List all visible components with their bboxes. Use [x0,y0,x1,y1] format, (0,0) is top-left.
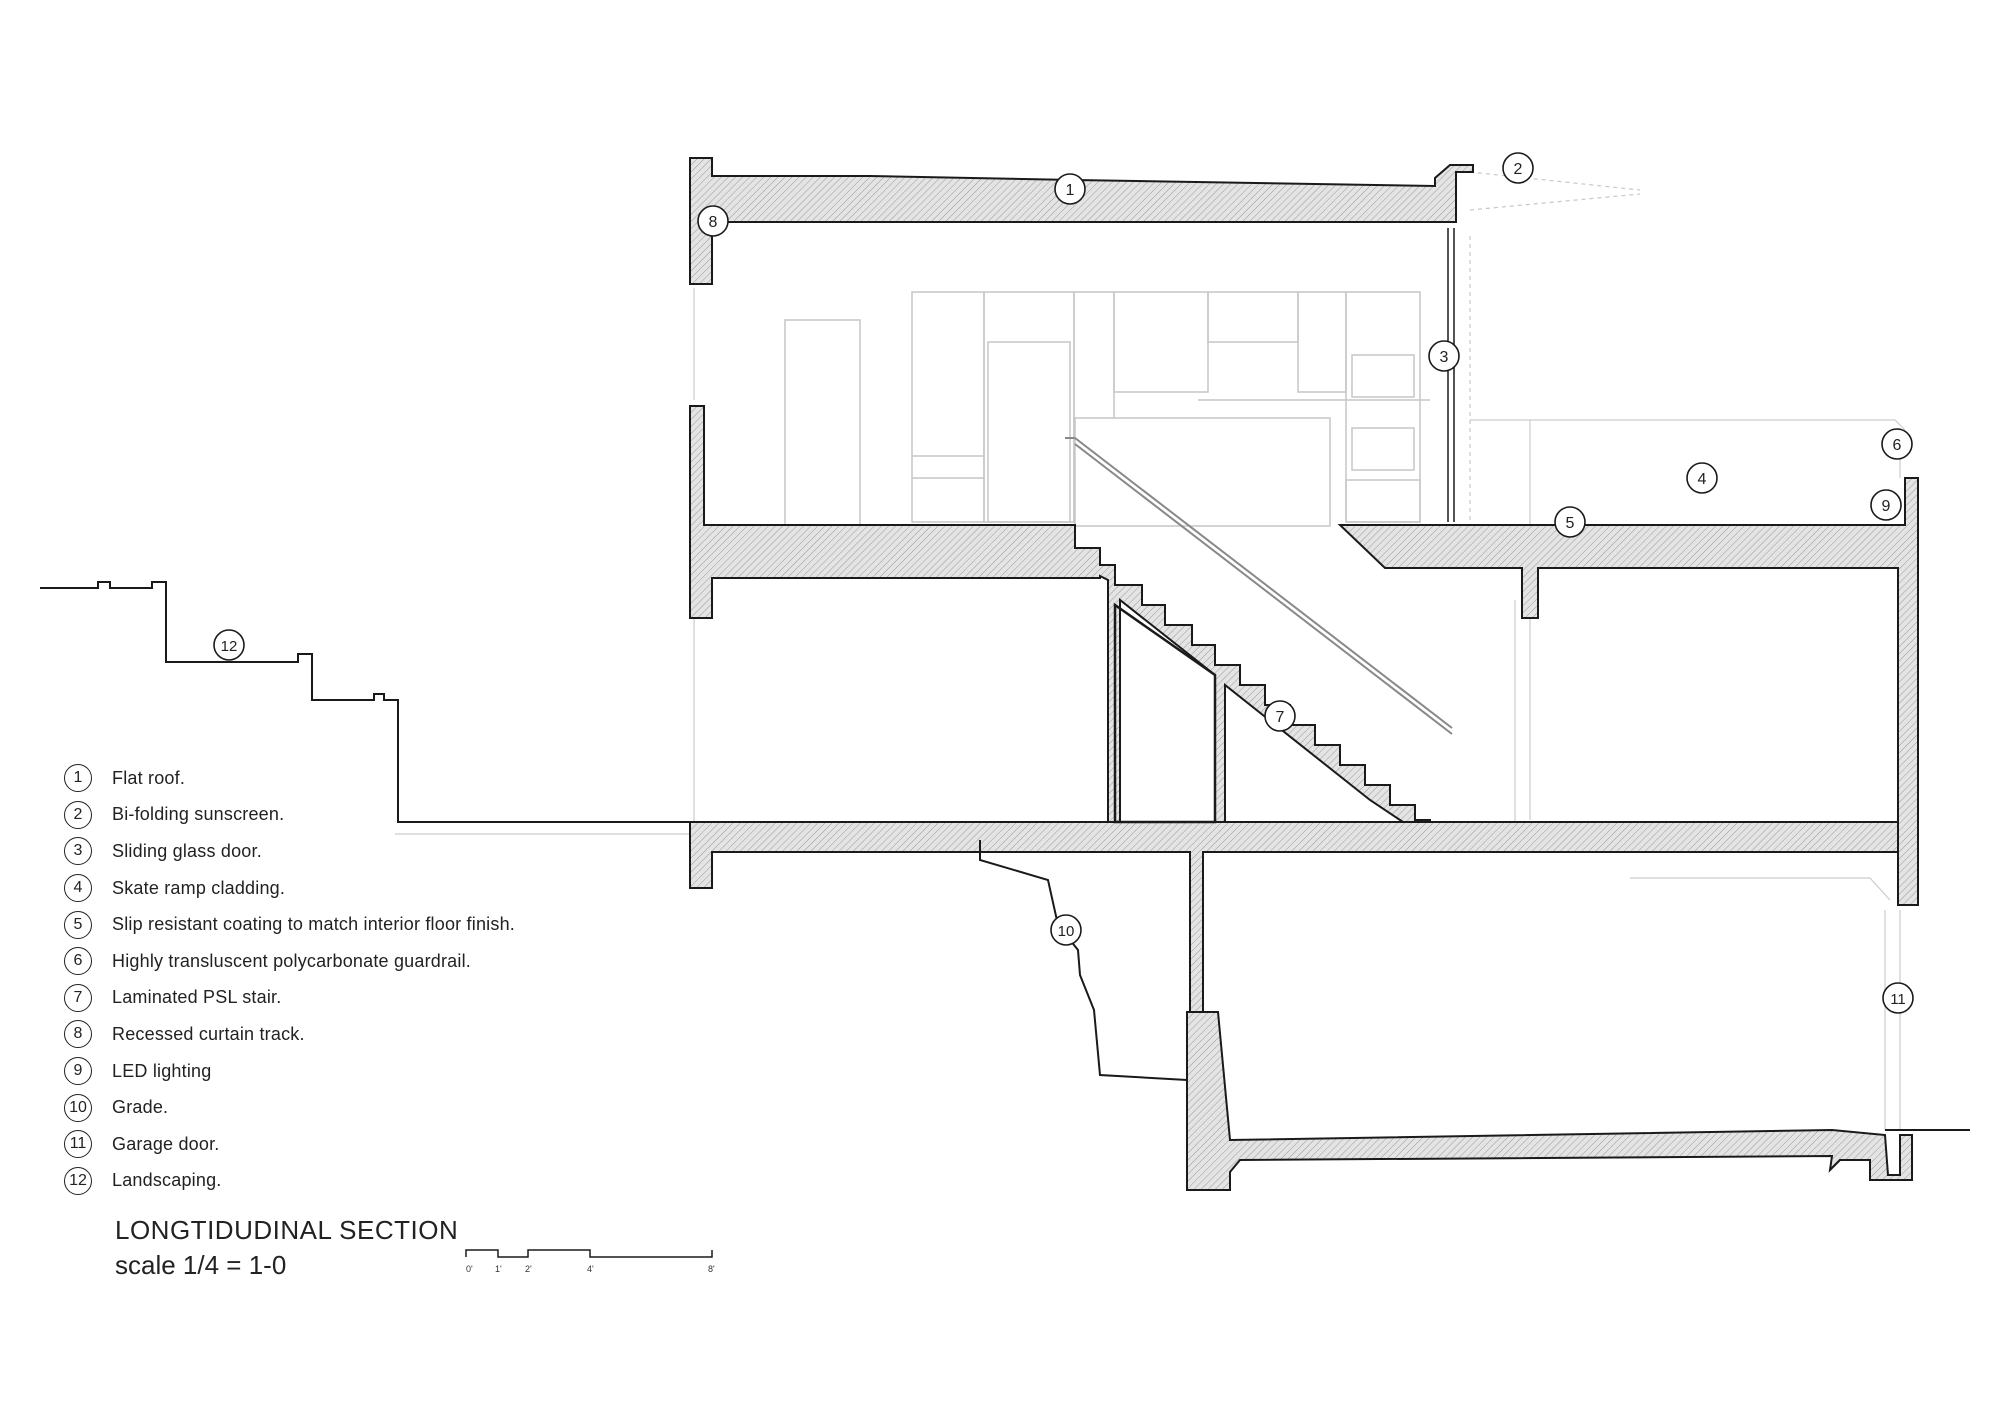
legend-number: 12 [64,1166,92,1195]
callout-tags: 1 2 3 4 5 6 7 8 9 10 11 12 [213,152,1914,1014]
legend-item: 5 Slip resistant coating to match interio… [64,906,624,943]
svg-text:8: 8 [709,214,718,231]
tag-12: 12 [213,629,245,661]
legend-number: 5 [64,910,92,939]
svg-text:10: 10 [1058,923,1075,940]
tag-4: 4 [1686,462,1718,494]
legend-label: Highly transluscent polycarbonate guardr… [112,950,471,971]
faint-lines [395,288,1906,1130]
svg-text:7: 7 [1276,709,1285,726]
legend-label: LED lighting [112,1060,212,1081]
legend-item: 6 Highly transluscent polycarbonate guard… [64,943,624,980]
legend-item: 2 Bi-folding sunscreen. [64,797,624,834]
scale-label-8: 8' [708,1264,715,1274]
legend-item: 8 Recessed curtain track. [64,1016,624,1053]
stair-handrail [1065,437,1453,735]
legend-number: 7 [64,983,92,1012]
legend-label: Landscaping. [112,1170,222,1191]
legend-number: 4 [64,874,92,903]
tag-6: 6 [1881,428,1913,460]
svg-text:1: 1 [1066,182,1075,199]
grade-profile [979,840,1188,1081]
legend-label: Garage door. [112,1133,220,1154]
sunscreen-lines [1469,171,1641,520]
legend-label: Bi-folding sunscreen. [112,804,285,825]
svg-text:2: 2 [1514,161,1523,178]
legend-number: 8 [64,1020,92,1049]
scale-bar: 0' 1' 2' 4' 8' [465,1249,715,1274]
svg-text:4: 4 [1698,471,1707,488]
legend-label: Flat roof. [112,767,186,788]
legend-number: 9 [64,1057,92,1086]
scale-label-1: 1' [495,1264,502,1274]
tag-8: 8 [697,205,729,237]
legend-item: 1 Flat roof. [64,760,624,797]
legend-number: 2 [64,800,92,829]
legend-label: Laminated PSL stair. [112,987,282,1008]
tag-9: 9 [1870,489,1902,521]
legend-item: 4 Skate ramp cladding. [64,870,624,907]
legend-number: 3 [64,837,92,866]
scale-label-2: 2' [525,1264,532,1274]
tag-10: 10 [1050,914,1082,946]
legend-item: 3 Sliding glass door. [64,833,624,870]
scale-label-4: 4' [587,1264,594,1274]
svg-text:12: 12 [221,638,238,655]
tag-11: 11 [1882,982,1914,1014]
legend-label: Grade. [112,1097,169,1118]
structure-hatched [689,157,1919,1191]
glass-door [1447,228,1455,522]
tag-7: 7 [1264,700,1296,732]
drawing-title: LONGTIDUDINAL SECTION [115,1215,459,1245]
legend-item: 12 Landscaping. [64,1163,624,1200]
tag-2: 2 [1502,152,1534,184]
scale-note: scale 1/4 = 1-0 [115,1250,287,1280]
scale-label-0: 0' [466,1264,473,1274]
tag-5: 5 [1554,506,1586,538]
svg-text:6: 6 [1893,437,1902,454]
tag-3: 3 [1428,340,1460,372]
legend-number: 1 [64,764,92,793]
svg-text:5: 5 [1566,515,1575,532]
kitchen-elevation [784,291,1430,527]
svg-text:3: 3 [1440,349,1449,366]
stair-storage [1113,602,1217,824]
legend-number: 10 [64,1093,92,1122]
legend-label: Sliding glass door. [112,840,262,861]
legend-item: 10 Grade. [64,1089,624,1126]
legend-label: Recessed curtain track. [112,1023,305,1044]
legend-number: 6 [64,947,92,976]
legend-number: 11 [64,1130,92,1159]
legend-label: Slip resistant coating to match interior… [112,914,515,935]
svg-text:9: 9 [1882,498,1891,515]
legend: 1 Flat roof. 2 Bi-folding sunscreen. 3 Slid… [64,760,624,1199]
landscaping-profile [40,581,690,823]
svg-text:11: 11 [1890,991,1906,1008]
legend-item: 7 Laminated PSL stair. [64,980,624,1017]
tag-1: 1 [1054,173,1086,205]
legend-label: Skate ramp cladding. [112,877,286,898]
legend-item: 11 Garage door. [64,1126,624,1163]
legend-item: 9 LED lighting [64,1053,624,1090]
